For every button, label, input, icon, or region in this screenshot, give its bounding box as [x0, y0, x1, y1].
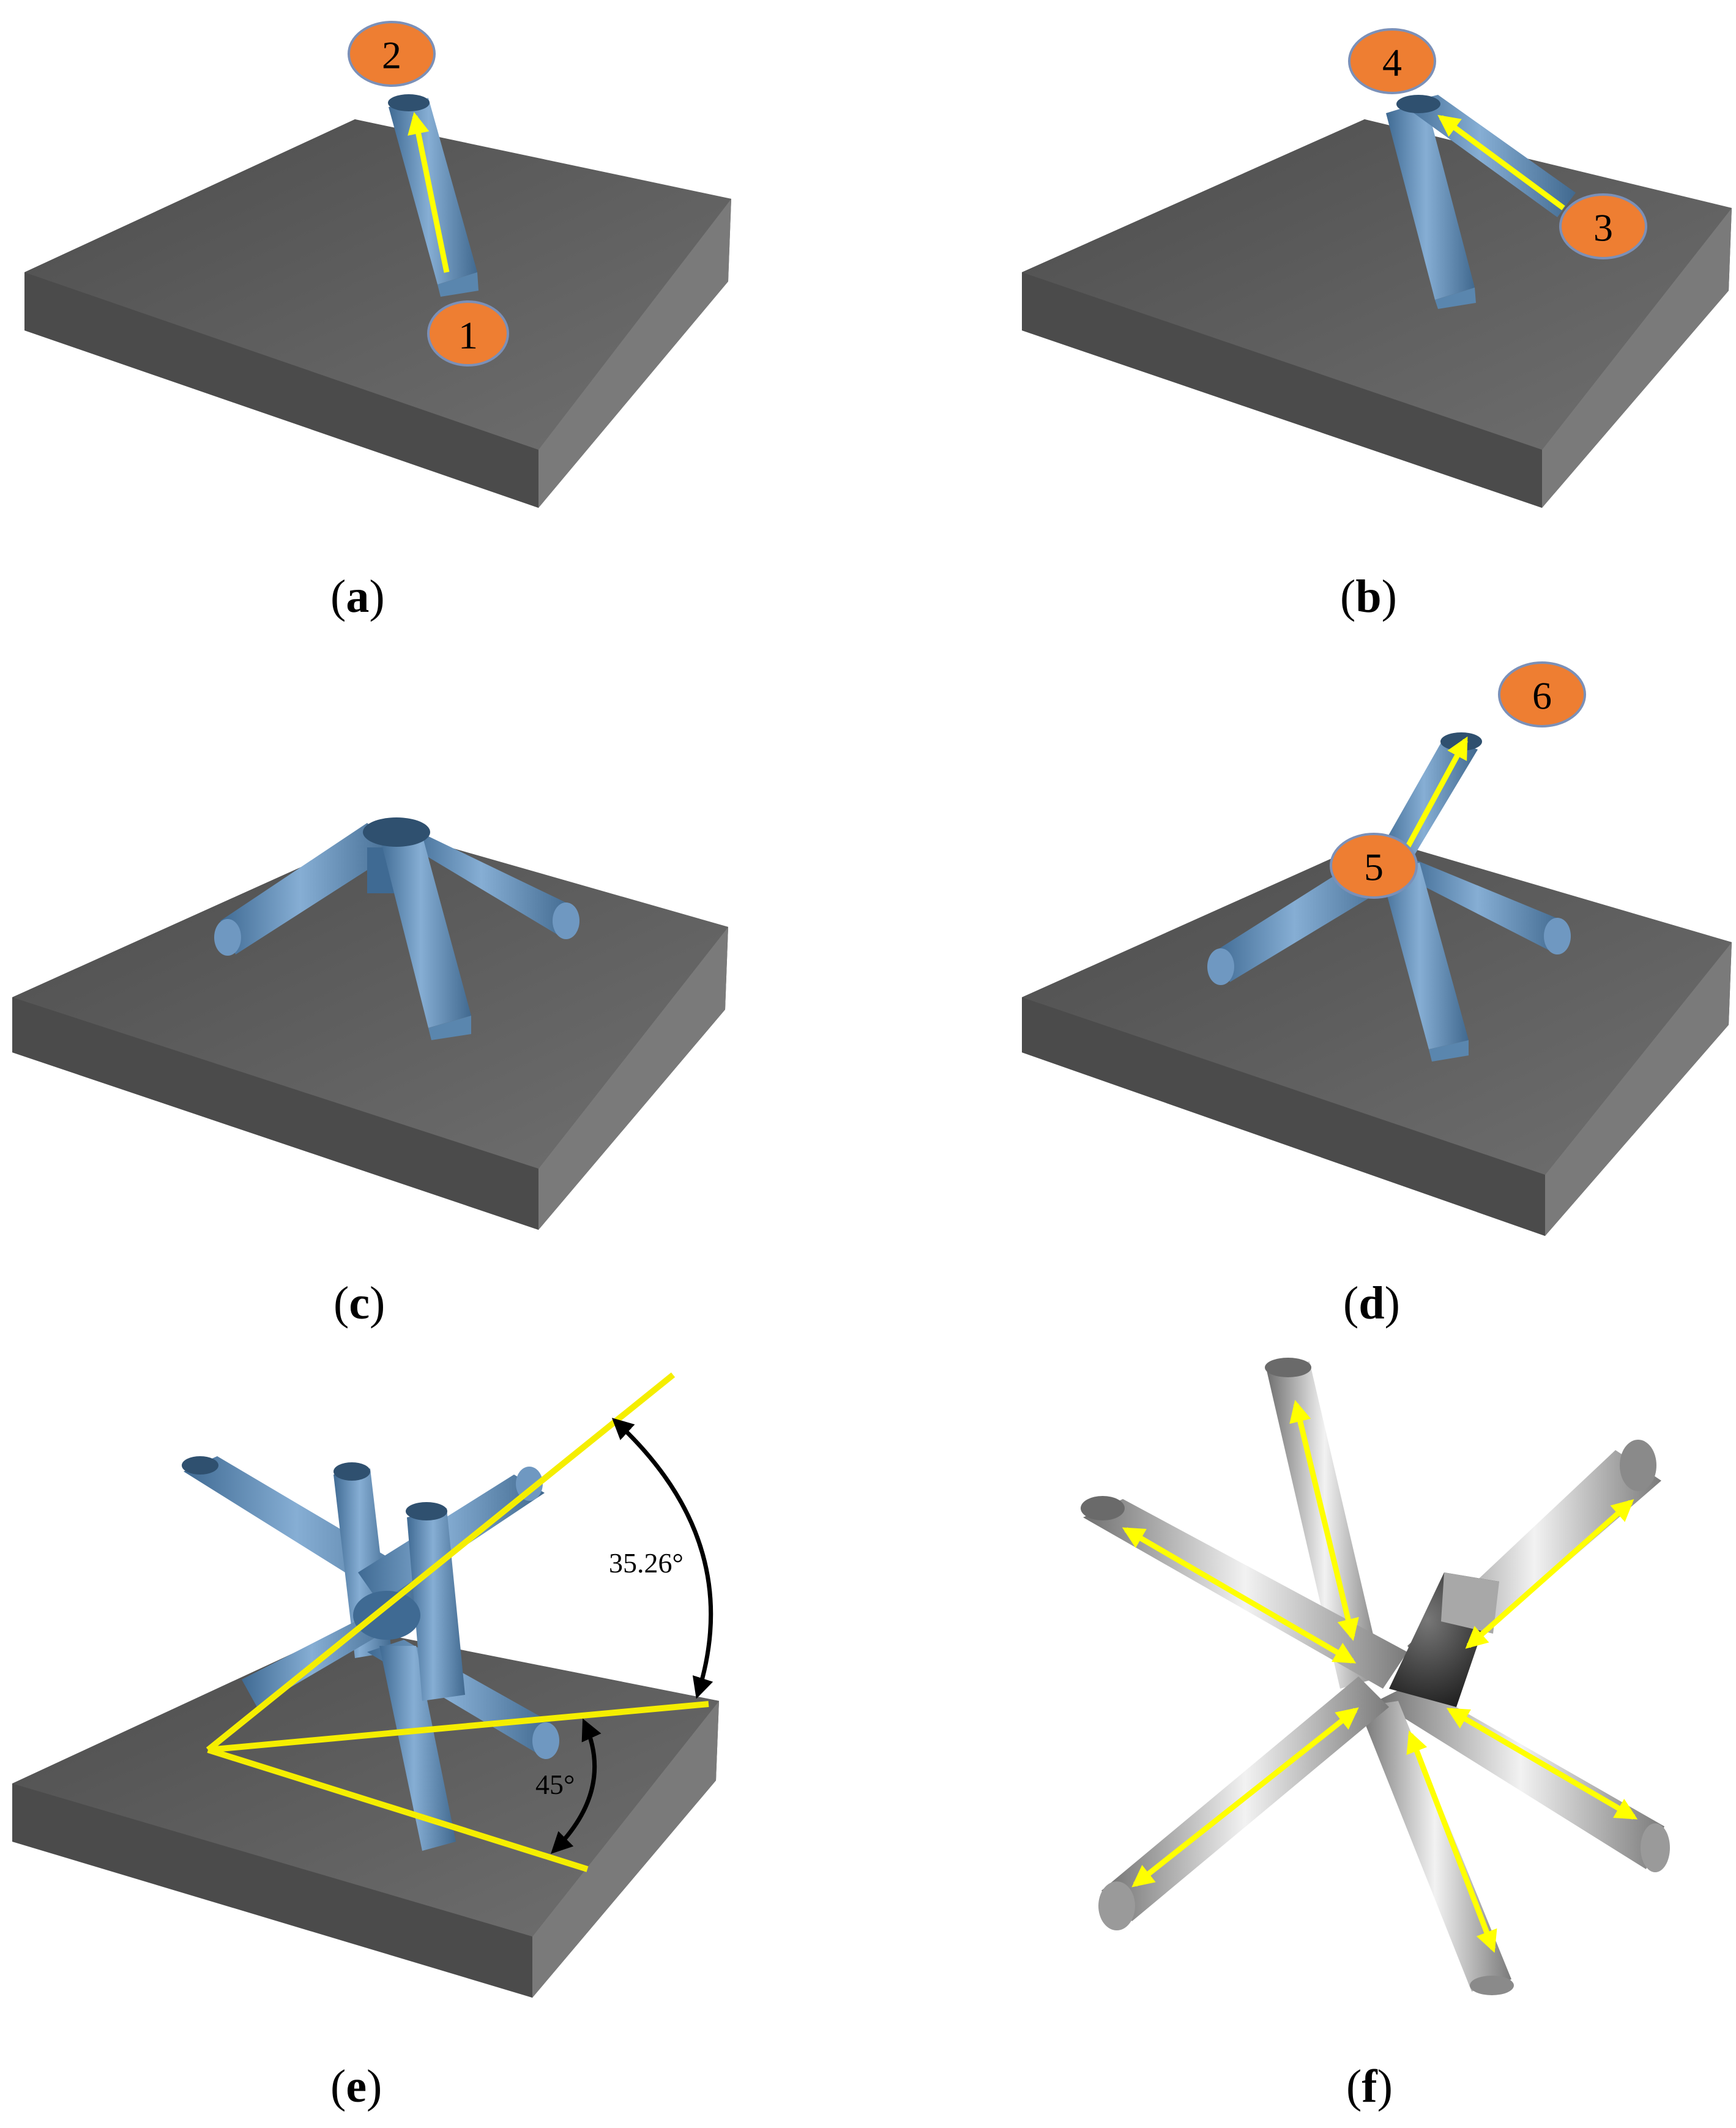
strut-front [1380, 863, 1469, 1062]
base-plate [24, 119, 731, 508]
marker-1: 1 [427, 300, 509, 366]
gray-lattice-struts [1081, 1358, 1670, 1995]
panel-c: (c) [12, 817, 728, 1329]
strut-front [379, 835, 471, 1040]
marker-4-label: 4 [1382, 41, 1402, 84]
panel-b: 3 4 (b) [1022, 28, 1732, 622]
angle-guide-lines [206, 1372, 709, 1872]
panel-d: 5 6 (d) [1022, 661, 1732, 1329]
marker-5: 5 [1330, 833, 1418, 899]
base-plate [12, 1628, 719, 1998]
marker-1-label: 1 [458, 314, 478, 357]
angle-label-35: 35.26° [609, 1547, 684, 1579]
strut-vertical [1386, 101, 1476, 309]
marker-2: 2 [348, 21, 436, 87]
marker-5-label: 5 [1364, 846, 1384, 889]
load-arrows [1122, 1400, 1638, 1953]
marker-6-label: 6 [1532, 674, 1552, 718]
node-top [363, 817, 430, 847]
angle-arc-35 [611, 1418, 713, 1699]
marker-6: 6 [1498, 661, 1586, 727]
caption-e: (e) [330, 2061, 382, 2112]
strut-left [214, 823, 398, 956]
marker-3-label: 3 [1593, 206, 1613, 250]
strut-right [407, 826, 579, 939]
caption-f: (f) [1346, 2061, 1393, 2112]
marker-4: 4 [1348, 28, 1436, 94]
angle-arc-45 [551, 1718, 602, 1854]
panel-a: 1 2 (a) [24, 21, 731, 622]
strut-right [1407, 857, 1571, 954]
marker-3: 3 [1559, 193, 1647, 259]
angle-label-45: 45° [535, 1769, 575, 1800]
caption-c: (c) [333, 1278, 385, 1329]
caption-b: (b) [1340, 571, 1397, 622]
base-plate [1022, 119, 1732, 508]
panel-e: 35.26° 45° (e) [12, 1372, 719, 2112]
marker-2-label: 2 [382, 34, 401, 77]
panel-f: (f) [1081, 1358, 1670, 2112]
direction-arrow [1437, 114, 1565, 210]
direction-arrow [408, 111, 450, 273]
direction-arrow [1405, 736, 1468, 849]
caption-a: (a) [330, 571, 385, 622]
caption-d: (d) [1343, 1278, 1400, 1329]
